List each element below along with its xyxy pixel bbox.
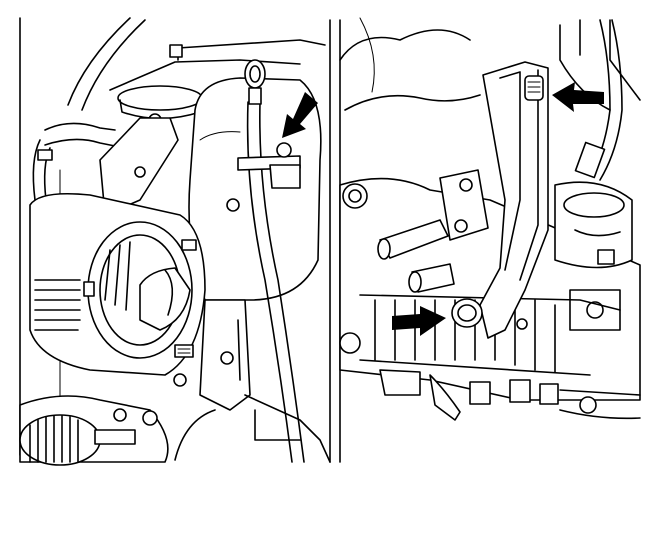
callout-arrow-2 [552,82,604,112]
adjusting-strap [142,299,331,463]
mount-plate [439,169,489,241]
callout-arrow-1 [282,92,318,138]
right-panel [339,17,641,463]
coolant-pipe [32,122,116,201]
alternator [29,192,206,376]
crank-pulley [19,395,169,466]
hose [377,219,455,293]
callout-arrow-3 [392,306,446,336]
left-panel [19,17,331,466]
bolt [169,44,183,58]
fuel-line [574,19,623,181]
oil-filter [554,181,633,331]
lifting-bracket [451,61,549,339]
dipstick-tube [237,59,305,463]
